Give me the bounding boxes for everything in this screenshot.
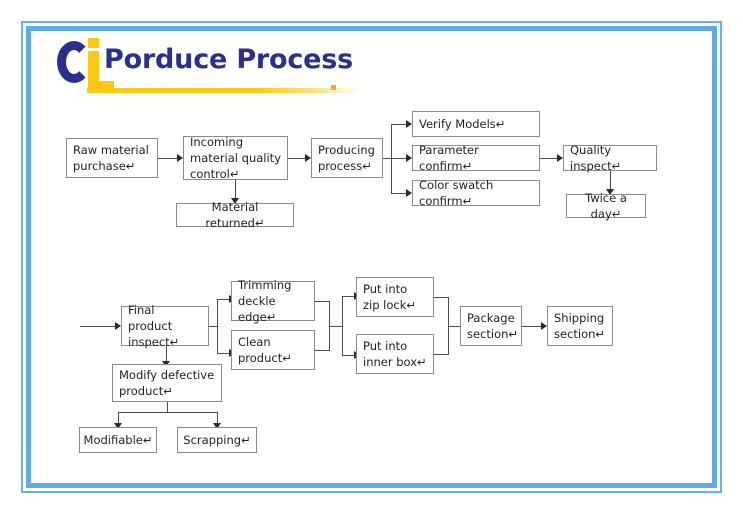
connector-merge-to-package	[448, 326, 460, 327]
arrowhead-modify-to-modifiable	[114, 423, 122, 429]
node-trimming-deckle-edge[interactable]: Trimming deckle edge↵	[231, 278, 315, 324]
connector-trimming-merge-stub	[315, 301, 329, 302]
node-put-into-inner-box[interactable]: Put into inner box↵	[356, 334, 434, 374]
connector-final-bus-stub	[209, 326, 217, 327]
connector-split-vertical-right	[342, 296, 343, 356]
connector-zip-lock-merge-stub	[434, 297, 448, 298]
connector-producing-to-color-swatch	[391, 193, 407, 194]
logo-i-foot-icon	[88, 81, 114, 88]
arrowhead-modify-to-scrapping	[213, 423, 221, 429]
connector-modify-to-modifiable	[118, 412, 119, 425]
node-label: Material returned↵	[205, 200, 265, 230]
node-label: Modify defective product↵	[119, 368, 215, 398]
node-put-into-zip-lock[interactable]: Put into zip lock↵	[356, 277, 434, 317]
logo-accent-dot-icon	[331, 85, 336, 90]
arrowhead-incoming-to-producing	[305, 154, 311, 162]
connector-merge-center-stub	[329, 326, 342, 327]
logo-block: Porduce Process	[57, 38, 360, 98]
connector-quality-inspect-to-twice-a-day	[610, 171, 611, 191]
node-label: Parameter confirm↵	[419, 143, 479, 173]
node-label: Incoming material quality control↵	[190, 135, 281, 181]
arrowhead-package-to-shipping	[541, 322, 547, 330]
logo-i-stem-icon	[88, 51, 99, 87]
arrowhead-incoming-to-material-returned	[231, 198, 239, 204]
arrowhead-quality-inspect-to-twice-a-day	[606, 189, 614, 195]
node-modify-defective-product[interactable]: Modify defective product↵	[112, 364, 222, 402]
node-color-swatch-confirm[interactable]: Color swatch confirm↵	[412, 178, 540, 208]
connector-modify-bus-horizontal	[118, 412, 217, 413]
connector-producing-bus-vertical	[391, 124, 392, 194]
connector-package-to-shipping	[522, 326, 542, 327]
logo-c-mark-icon	[57, 41, 91, 83]
node-label: Scrapping↵	[183, 433, 251, 447]
connector-modify-to-scrapping	[217, 412, 218, 425]
node-shipping-section[interactable]: Shipping section↵	[547, 306, 613, 346]
node-label: Put into zip lock↵	[363, 282, 417, 312]
node-label: Trimming deckle edge↵	[238, 278, 292, 324]
connector-parameter-to-quality-inspect	[540, 158, 558, 159]
node-twice-a-day[interactable]: Twice a day↵	[566, 191, 646, 221]
connector-final-to-trimming	[217, 299, 230, 300]
arrowhead-producing-to-color-swatch	[406, 189, 412, 197]
node-modifiable[interactable]: Modifiable↵	[79, 427, 157, 453]
node-label: Final product inspect↵	[128, 303, 180, 349]
node-package-section[interactable]: Package section↵	[460, 306, 522, 346]
connector-split-to-zip-lock	[342, 296, 355, 297]
arrowhead-parameter-to-quality-inspect	[557, 154, 563, 162]
connector-final-to-clean	[217, 353, 230, 354]
node-label: Twice a day↵	[585, 191, 627, 221]
connector-inner-box-merge-stub	[434, 354, 448, 355]
connector-final-bus-vertical	[217, 299, 218, 354]
connector-split-to-inner-box	[342, 355, 355, 356]
node-label: Verify Models↵	[419, 117, 506, 131]
node-incoming-material-quality-control[interactable]: Incoming material quality control↵	[183, 135, 288, 181]
node-label: Shipping section↵	[554, 311, 606, 341]
connector-clean-merge-stub	[315, 350, 329, 351]
node-producing-process[interactable]: Producing process↵	[311, 138, 383, 178]
connector-incoming-to-producing	[288, 158, 306, 159]
connector-producing-to-parameter	[391, 158, 407, 159]
node-raw-material-purchase[interactable]: Raw material purchase↵	[66, 138, 158, 178]
page-title: Porduce Process	[104, 44, 354, 75]
arrowhead-raw-to-incoming	[177, 154, 183, 162]
node-verify-models[interactable]: Verify Models↵	[412, 111, 540, 137]
node-label: Package section↵	[467, 311, 519, 341]
arrowhead-producing-to-parameter	[406, 154, 412, 162]
connector-raw-to-incoming	[158, 158, 178, 159]
node-label: Producing process↵	[318, 143, 375, 173]
connector-producing-to-verify	[391, 124, 407, 125]
node-label: Modifiable↵	[83, 433, 153, 447]
node-label: Quality inspect↵	[570, 143, 622, 173]
logo-i-dot-icon	[88, 38, 99, 48]
connector-producing-bus-stub	[383, 158, 391, 159]
node-clean-product[interactable]: Clean product↵	[231, 330, 315, 370]
node-label: Color swatch confirm↵	[419, 178, 494, 208]
arrowhead-entry-to-final-product-inspect	[115, 322, 121, 330]
node-scrapping[interactable]: Scrapping↵	[177, 427, 257, 453]
node-quality-inspect[interactable]: Quality inspect↵	[563, 143, 657, 173]
connector-modify-bus-stub	[167, 402, 168, 412]
logo-underline-bar	[87, 88, 360, 93]
node-label: Clean product↵	[238, 335, 292, 365]
arrowhead-producing-to-verify	[406, 120, 412, 128]
node-material-returned[interactable]: Material returned↵	[176, 200, 294, 230]
node-label: Put into inner box↵	[363, 339, 427, 369]
node-final-product-inspect[interactable]: Final product inspect↵	[121, 303, 209, 349]
connector-entry-to-final-product-inspect	[80, 326, 116, 327]
node-label: Raw material purchase↵	[73, 143, 149, 173]
connector-final-to-modify	[166, 346, 167, 364]
connector-incoming-to-material-returned	[235, 180, 236, 200]
page-background	[33, 33, 710, 481]
node-parameter-confirm[interactable]: Parameter confirm↵	[412, 143, 540, 173]
